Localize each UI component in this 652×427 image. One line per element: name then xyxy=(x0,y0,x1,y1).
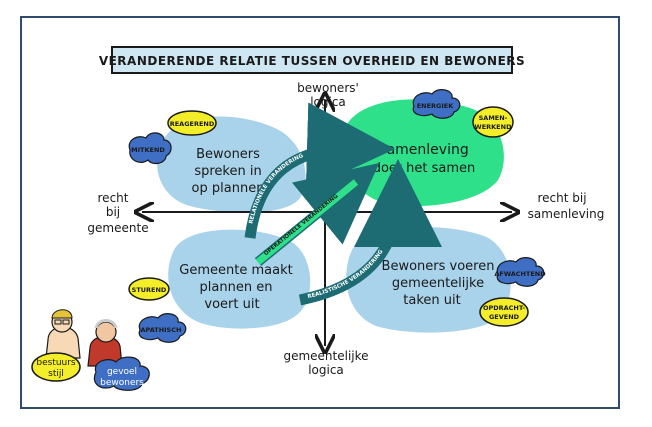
person-bewoner xyxy=(87,319,123,367)
cloud-energiek: ENERGIEK xyxy=(412,89,461,119)
svg-text:AFWACHTEND: AFWACHTEND xyxy=(494,270,546,278)
svg-text:gemeentelijke: gemeentelijke xyxy=(392,276,484,291)
tag-reagerend: REAGEREND xyxy=(167,110,217,136)
svg-text:logica: logica xyxy=(308,363,344,377)
quadrant-text-bottom-right: Bewoners voeren gemeentelijke taken uit xyxy=(382,259,495,308)
axis-label-right: recht bij samenleving xyxy=(528,191,605,221)
person-bestuurder xyxy=(45,309,81,359)
svg-text:gevoel: gevoel xyxy=(107,367,137,377)
legend-cloud-gevoel: gevoel bewoners xyxy=(93,356,150,391)
svg-text:MITKEND: MITKEND xyxy=(131,146,165,154)
svg-text:logica: logica xyxy=(310,95,346,109)
svg-text:bestuurs: bestuurs xyxy=(36,358,76,368)
title-banner: VERANDERENDE RELATIE TUSSEN OVERHEID EN … xyxy=(99,46,525,74)
cloud-afwachtend: AFWACHTEND xyxy=(494,257,546,287)
svg-text:SAMEN-: SAMEN- xyxy=(479,114,508,122)
svg-text:WERKEND: WERKEND xyxy=(475,123,513,131)
svg-text:spreken in: spreken in xyxy=(194,164,261,179)
cloud-apathisch: APATHISCH xyxy=(138,313,187,343)
svg-text:Bewoners voeren: Bewoners voeren xyxy=(382,259,495,274)
svg-text:GEVEND: GEVEND xyxy=(489,313,520,321)
svg-text:voert uit: voert uit xyxy=(204,297,259,312)
svg-text:bij: bij xyxy=(106,205,120,219)
svg-text:samenleving: samenleving xyxy=(379,142,468,158)
axis-label-top: bewoners' logica xyxy=(297,81,359,109)
svg-text:Bewoners: Bewoners xyxy=(196,147,260,162)
svg-text:recht: recht xyxy=(98,191,129,205)
axis-label-left: recht bij gemeente xyxy=(87,191,148,235)
svg-text:APATHISCH: APATHISCH xyxy=(141,326,182,334)
svg-text:OPDRACHT-: OPDRACHT- xyxy=(483,304,525,312)
legend-tag-bestuursstijl: bestuurs stijl xyxy=(31,352,81,382)
quadrant-text-bottom-left: Gemeente maakt plannen en voert uit xyxy=(179,263,292,312)
quadrant-text-top-left: Bewoners spreken in op plannen xyxy=(192,147,265,196)
svg-text:bewoners': bewoners' xyxy=(297,81,359,95)
svg-text:recht bij: recht bij xyxy=(537,191,586,205)
svg-text:STUREND: STUREND xyxy=(132,286,167,294)
title-text: VERANDERENDE RELATIE TUSSEN OVERHEID EN … xyxy=(99,54,525,68)
svg-text:bewoners: bewoners xyxy=(100,378,144,388)
tag-opdrachtgevend: OPDRACHT- GEVEND xyxy=(479,297,529,327)
svg-text:gemeente: gemeente xyxy=(87,221,148,235)
svg-text:samenleving: samenleving xyxy=(528,207,605,221)
svg-text:REAGEREND: REAGEREND xyxy=(170,120,215,128)
svg-text:ENERGIEK: ENERGIEK xyxy=(417,102,455,110)
axis-label-bottom: gemeentelijke logica xyxy=(283,349,368,377)
svg-text:plannen en: plannen en xyxy=(200,280,273,295)
svg-text:Gemeente maakt: Gemeente maakt xyxy=(179,263,292,278)
svg-text:stijl: stijl xyxy=(48,369,64,379)
svg-text:taken uit: taken uit xyxy=(403,293,460,308)
svg-text:doet het samen: doet het samen xyxy=(373,161,476,176)
svg-text:op plannen: op plannen xyxy=(192,181,265,196)
tag-samenwerkend: SAMEN- WERKEND xyxy=(472,106,514,138)
svg-text:gemeentelijke: gemeentelijke xyxy=(283,349,368,363)
cloud-mitkend: MITKEND xyxy=(128,132,172,165)
tag-sturend: STUREND xyxy=(128,277,170,301)
